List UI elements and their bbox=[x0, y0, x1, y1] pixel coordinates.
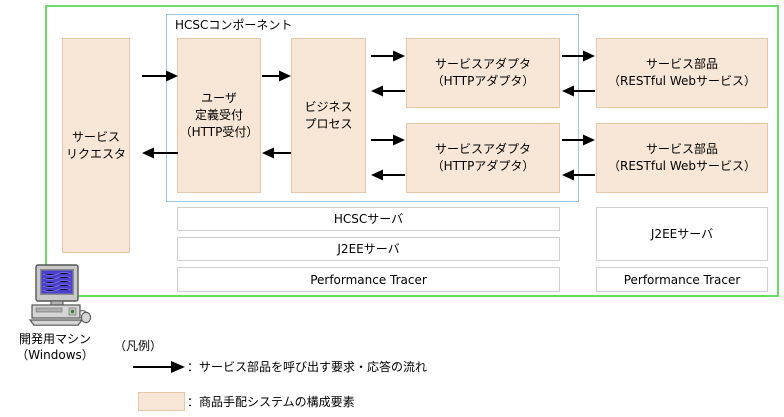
hcsc-component-title: HCSCコンポーネント bbox=[175, 18, 293, 32]
bar-j2ee-server-right-label: J2EEサーバ bbox=[650, 227, 714, 241]
system-boundary bbox=[45, 5, 779, 297]
bar-j2ee-server-left[interactable]: J2EEサーバ bbox=[177, 237, 560, 261]
legend-title: （凡例） bbox=[114, 339, 163, 353]
node-service-adapter-2-label: サービスアダプタ （HTTPアダプタ） bbox=[431, 142, 535, 173]
bar-performance-tracer-right[interactable]: Performance Tracer bbox=[596, 267, 768, 292]
node-service-part-2-label: サービス部品 （RESTful Webサービス） bbox=[607, 142, 756, 173]
node-service-adapter-1-label: サービスアダプタ （HTTPアダプタ） bbox=[431, 57, 535, 88]
node-service-requestor-label: サービス リクエスタ bbox=[65, 129, 126, 161]
bar-hcsc-server[interactable]: HCSCサーバ bbox=[177, 207, 560, 231]
dev-machine-label: 開発用マシン （Windows） bbox=[16, 332, 94, 362]
bar-performance-tracer-left-label: Performance Tracer bbox=[310, 272, 427, 287]
node-user-defined-reception[interactable]: ユーザ 定義受付 （HTTP受付） bbox=[177, 38, 261, 193]
node-user-defined-reception-label: ユーザ 定義受付 （HTTP受付） bbox=[179, 91, 259, 139]
legend-swatch-label: ：商品手配システムの構成要素 bbox=[187, 395, 355, 409]
legend-arrow-label: ：サービス部品を呼び出す要求・応答の流れ bbox=[187, 360, 428, 374]
node-service-adapter-2[interactable]: サービスアダプタ （HTTPアダプタ） bbox=[406, 123, 560, 193]
bar-performance-tracer-left[interactable]: Performance Tracer bbox=[177, 267, 560, 292]
bar-j2ee-server-left-label: J2EEサーバ bbox=[337, 242, 400, 256]
node-business-process[interactable]: ビジネス プロセス bbox=[291, 38, 366, 193]
bar-performance-tracer-right-label: Performance Tracer bbox=[623, 272, 741, 287]
node-service-part-1[interactable]: サービス部品 （RESTful Webサービス） bbox=[596, 38, 768, 108]
bar-hcsc-server-label: HCSCサーバ bbox=[333, 212, 404, 226]
legend-arrow-icon bbox=[133, 360, 185, 374]
legend-swatch bbox=[138, 392, 185, 411]
node-service-part-2[interactable]: サービス部品 （RESTful Webサービス） bbox=[596, 123, 768, 193]
node-service-adapter-1[interactable]: サービスアダプタ （HTTPアダプタ） bbox=[406, 38, 560, 108]
node-service-part-1-label: サービス部品 （RESTful Webサービス） bbox=[607, 57, 756, 88]
desktop-computer-icon bbox=[28, 264, 92, 326]
dev-machine-icon-wrapper bbox=[20, 264, 96, 330]
node-service-requestor[interactable]: サービス リクエスタ bbox=[62, 38, 130, 253]
hcsc-component-boundary bbox=[166, 14, 579, 202]
node-business-process-label: ビジネス プロセス bbox=[304, 99, 353, 131]
bar-j2ee-server-right[interactable]: J2EEサーバ bbox=[596, 207, 768, 261]
